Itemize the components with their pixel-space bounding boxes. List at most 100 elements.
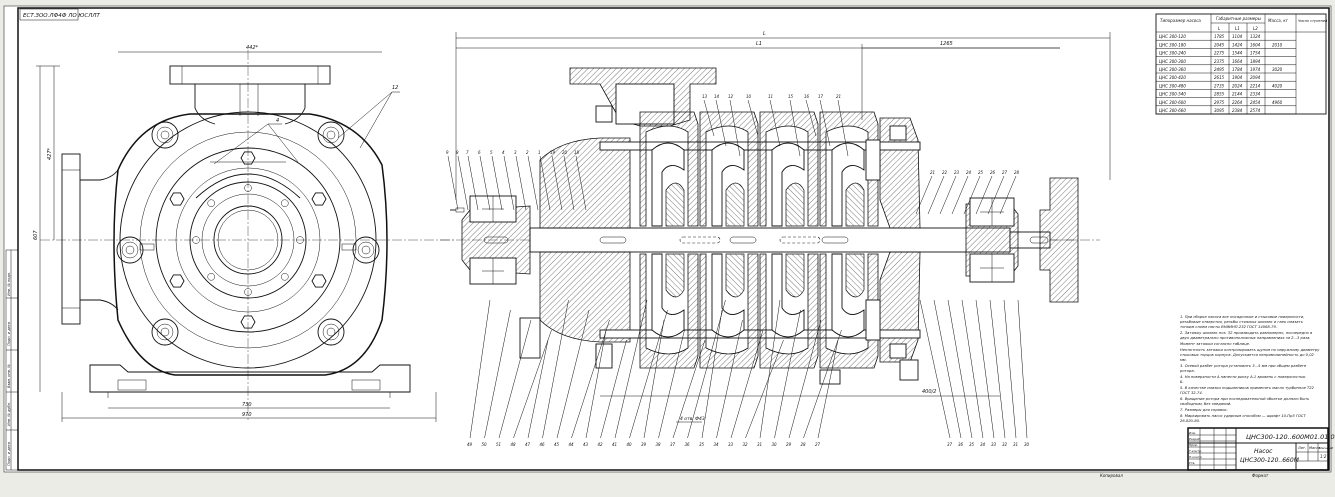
table-cell-l2: 2574 bbox=[1250, 108, 1261, 113]
callout-leader bbox=[542, 299, 569, 439]
note-item: Неплотность затяжки контролировать щупом… bbox=[1180, 348, 1320, 362]
callout-leader bbox=[658, 329, 685, 439]
tie-bolt-hole bbox=[326, 327, 336, 337]
bolt-hole bbox=[244, 288, 252, 296]
callout-label: 11 bbox=[768, 94, 773, 99]
callout-label: 34 bbox=[714, 442, 720, 447]
callout-label: 50 bbox=[482, 442, 488, 447]
note-item: 1. При сборке насоса все посадочные и ст… bbox=[1179, 315, 1304, 329]
table-cell-mass: 3020 bbox=[1272, 67, 1283, 72]
callout-leader bbox=[491, 155, 503, 211]
casing-outline bbox=[113, 113, 388, 376]
callout-leader bbox=[774, 309, 801, 439]
callout-leader bbox=[769, 99, 781, 147]
table-cell-l1: 2024 bbox=[1232, 83, 1243, 88]
table-cell-l1: 2384 bbox=[1232, 108, 1243, 113]
callout-leader bbox=[716, 319, 743, 439]
svg-text:Типоразмер насоса: Типоразмер насоса bbox=[1160, 18, 1201, 23]
callout-leader bbox=[759, 299, 781, 439]
tie-bolt-nut bbox=[121, 241, 139, 259]
tie-bolt-circle bbox=[317, 318, 345, 346]
callout-leader bbox=[527, 155, 539, 211]
table-cell-l: 2275 bbox=[1214, 51, 1225, 56]
callout-label: 3 bbox=[514, 150, 517, 155]
table-cell-type: ЦНС 300-420 bbox=[1159, 75, 1186, 80]
callout-leader bbox=[467, 155, 479, 211]
title-block-row-label: Т.контр. bbox=[1189, 449, 1202, 453]
svg-text:ЦНС300-120..660М: ЦНС300-120..660М bbox=[1240, 457, 1300, 464]
table-cell-l1: 1104 bbox=[1232, 34, 1243, 39]
tie-bolt-hole bbox=[160, 327, 170, 337]
table-cell-mass: 4020 bbox=[1272, 83, 1283, 88]
callout-leader bbox=[498, 319, 532, 439]
callout-label: 18 bbox=[574, 150, 580, 155]
svg-text:L2: L2 bbox=[1253, 26, 1258, 31]
callout-label: 36 bbox=[958, 442, 964, 447]
callout-leader bbox=[933, 299, 962, 439]
callout-leader bbox=[730, 329, 764, 439]
callout-label: 21 bbox=[836, 94, 841, 99]
callout-label: 38 bbox=[656, 442, 662, 447]
callout-label: 6 bbox=[478, 150, 481, 155]
callout-label: 28 bbox=[1014, 170, 1020, 175]
table-cell-l2: 2454 bbox=[1250, 100, 1261, 105]
callout-leader bbox=[919, 299, 951, 439]
callout-label: 15 bbox=[788, 94, 794, 99]
pump-stage bbox=[699, 111, 759, 369]
note-item: 5. В качестве смазки подшипников применя… bbox=[1180, 386, 1315, 395]
table-cell-mass: 2010 bbox=[1272, 42, 1283, 47]
callout-label: 46 bbox=[540, 442, 546, 447]
callout-leader bbox=[947, 299, 973, 439]
bolt-hole bbox=[207, 199, 215, 207]
table-cell-type: ЦНС 300-300 bbox=[1159, 59, 1186, 64]
title-block: Изм.Разраб.Пров.Т.контр.Н.контр.Утв. ЦНС… bbox=[1100, 427, 1335, 478]
callout-label: 43 bbox=[583, 442, 589, 447]
table-cell-l2: 1324 bbox=[1250, 34, 1261, 39]
table-cell-type: ЦНС 300-360 bbox=[1159, 67, 1186, 72]
table-cell-l2: 1604 bbox=[1250, 42, 1261, 47]
callout-leader bbox=[729, 99, 741, 157]
svg-text:442*: 442* bbox=[246, 45, 259, 51]
callout-label: 45 bbox=[554, 442, 560, 447]
tie-bolt-hole bbox=[326, 130, 336, 140]
callout-label: 9 bbox=[446, 150, 449, 155]
callout-leader bbox=[915, 175, 933, 215]
callout-label: 32 bbox=[743, 442, 749, 447]
table-cell-l2: 1754 bbox=[1250, 51, 1261, 56]
callout-label: 31 bbox=[757, 442, 762, 447]
front-view: 442* 607 427* 730 970 4 12 bbox=[33, 45, 455, 422]
hex-nut bbox=[240, 151, 256, 165]
callout-label: 42 bbox=[598, 442, 604, 447]
table-cell-l2: 2334 bbox=[1250, 92, 1261, 97]
tie-bolt-nut bbox=[322, 323, 340, 341]
title-block-row-label: Пров. bbox=[1189, 443, 1198, 447]
tie-bolt-hole bbox=[361, 245, 371, 255]
callout-label: 20 bbox=[562, 150, 568, 155]
callout-leader bbox=[539, 155, 551, 211]
callout-label: 24 bbox=[966, 170, 972, 175]
callout-leader bbox=[819, 99, 831, 147]
note-item: 7. Размеры для справок. bbox=[1180, 408, 1228, 412]
bolt-hole bbox=[296, 236, 304, 244]
callout-label: 8 bbox=[456, 150, 459, 155]
table-cell-l2: 1894 bbox=[1250, 59, 1261, 64]
callout-label: 48 bbox=[511, 442, 517, 447]
callout-label: 30 bbox=[772, 442, 778, 447]
callout-label: 33 bbox=[728, 442, 734, 447]
callout-leader bbox=[479, 155, 491, 211]
table-cell-l: 2615 bbox=[1214, 75, 1225, 80]
title-block-row-label: Утв. bbox=[1189, 461, 1195, 465]
table-cell-l1: 1904 bbox=[1232, 75, 1243, 80]
callout-label: 21 bbox=[930, 170, 935, 175]
callout-leader bbox=[703, 99, 715, 137]
technical-notes: 1. При сборке насоса все посадочные и ст… bbox=[1179, 315, 1320, 423]
tie-bolt-nut bbox=[156, 126, 174, 144]
table-cell-l2: 2094 bbox=[1250, 75, 1261, 80]
svg-text:Формат: Формат bbox=[1252, 473, 1269, 478]
note-item: Момент затяжки согласно таблице. bbox=[1180, 342, 1250, 346]
table-cell-l: 3095 bbox=[1214, 108, 1225, 113]
callout-leader bbox=[672, 339, 706, 439]
bolt-hole bbox=[244, 184, 252, 192]
note-item: 2. Затяжку шпилек поз. 32 производить ра… bbox=[1179, 331, 1312, 340]
